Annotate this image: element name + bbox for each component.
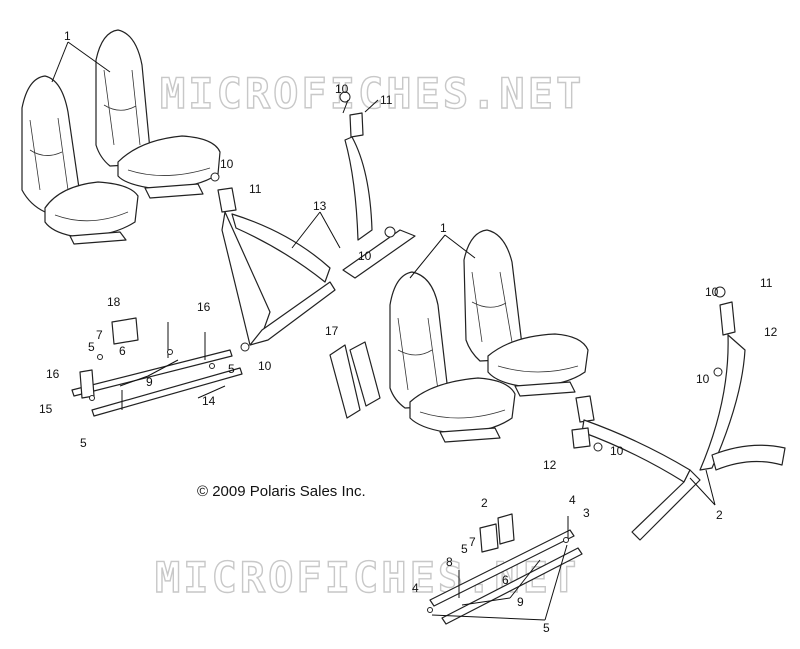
copyright-notice: © 2009 Polaris Sales Inc. [197,483,366,500]
callout-1: 1 [440,221,447,235]
pad-17 [329,341,381,419]
seat-right-rear [389,271,516,443]
callout-5: 5 [88,340,95,354]
callout-17: 17 [325,324,339,338]
seat-belt-right [571,286,786,541]
callout-12: 12 [764,325,778,339]
callout-13: 13 [313,199,327,213]
watermark-bottom: MICROFICHES.NET [155,553,579,602]
callout-18: 18 [107,295,121,309]
callout-9: 9 [517,595,524,609]
callout-15: 15 [39,402,53,416]
callout-2: 2 [481,496,488,510]
callout-6: 6 [119,344,126,358]
callout-5: 5 [228,362,235,376]
callout-10: 10 [358,249,372,263]
callouts: 1 1 2 2 3 4 4 5 5 5 5 5 6 6 7 7 8 9 9 10… [39,29,778,635]
callout-7: 7 [469,535,476,549]
callout-16: 16 [46,367,60,381]
callout-9: 9 [146,375,153,389]
callout-5: 5 [80,436,87,450]
callout-5: 5 [543,621,550,635]
seat-rail-bottom [427,513,583,625]
callout-1: 1 [64,29,71,43]
callout-11: 11 [249,182,262,196]
callout-5: 5 [461,542,468,556]
seat-right-front [463,229,589,397]
callout-6: 6 [502,573,509,587]
callout-11: 11 [380,93,393,107]
leader-lines [51,41,716,621]
callout-11: 11 [760,276,773,290]
callout-2: 2 [716,508,723,522]
watermark-top: MICROFICHES.NET [160,69,584,118]
callout-7: 7 [96,328,103,342]
callout-16: 16 [197,300,211,314]
seat-rail-left [71,317,243,417]
callout-4: 4 [569,493,576,507]
callout-14: 14 [202,394,216,408]
callout-10: 10 [696,372,710,386]
callout-10: 10 [610,444,624,458]
callout-12: 12 [543,458,557,472]
seat-left-rear [21,75,139,245]
callout-10: 10 [258,359,272,373]
callout-10: 10 [335,82,349,96]
callout-10: 10 [220,157,234,171]
callout-4: 4 [412,581,419,595]
seat-belt-left [210,91,416,352]
callout-8: 8 [446,555,453,569]
callout-10: 10 [705,285,719,299]
callout-3: 3 [583,506,590,520]
